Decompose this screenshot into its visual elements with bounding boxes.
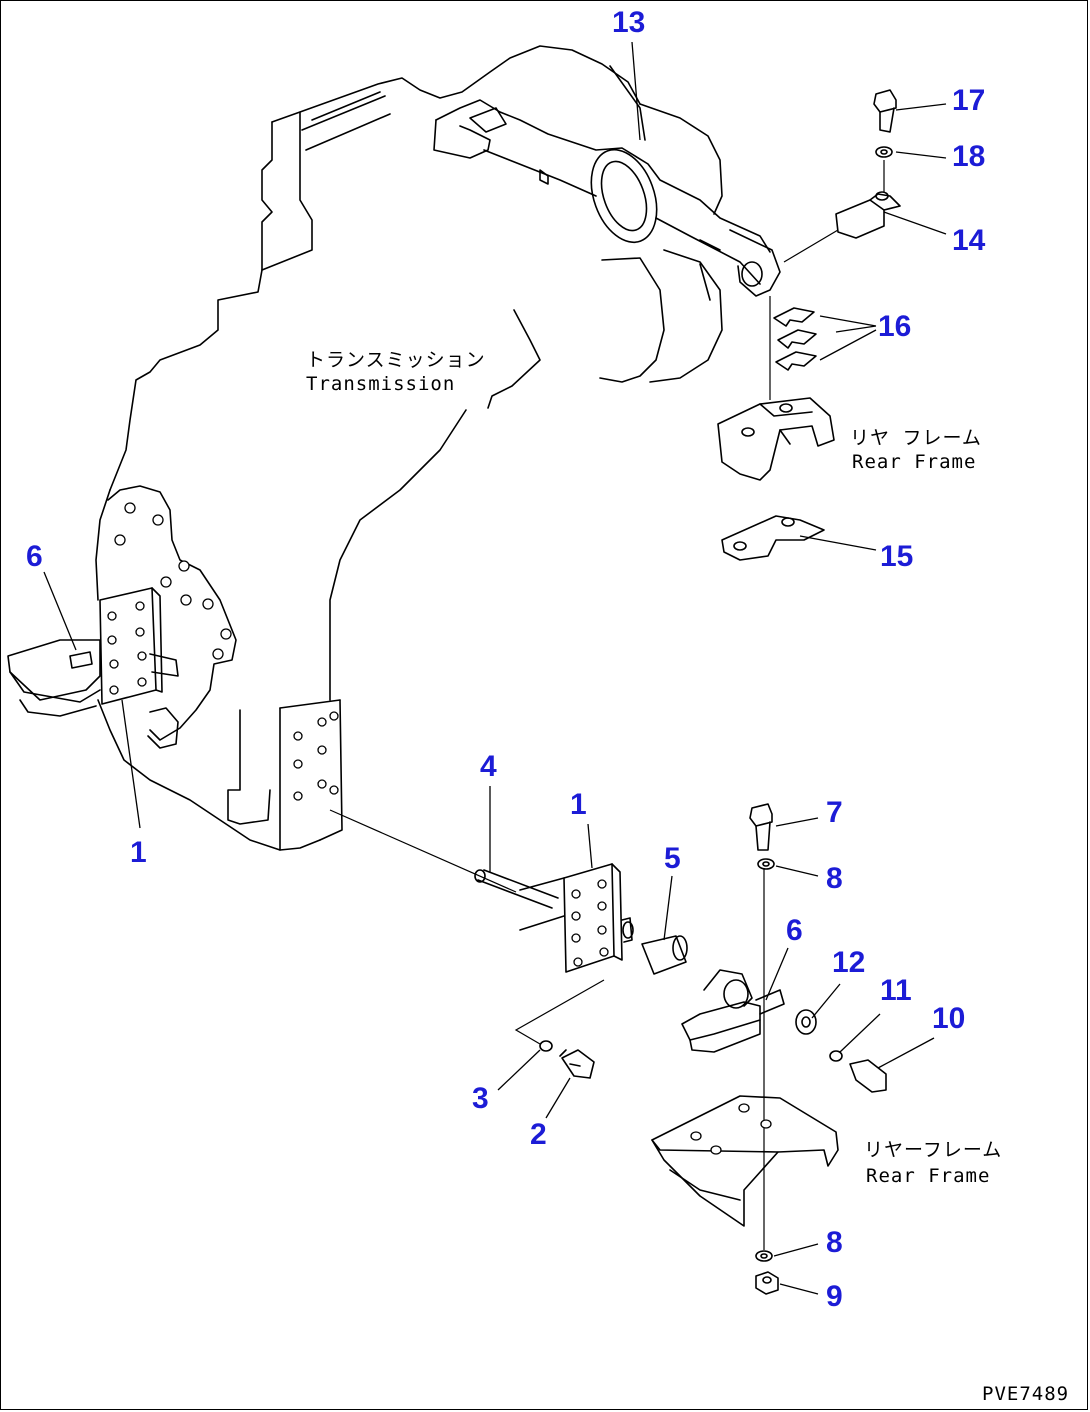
rear-frame-bottom-label-jp: リヤーフレーム [864, 1139, 1002, 1161]
front-mount-assembly [7, 587, 179, 749]
callout-7: 7 [826, 796, 843, 829]
rear-mount-yoke [433, 99, 781, 383]
transmission-label-jp: トランスミッション [306, 349, 486, 371]
transmission-housing [95, 45, 723, 851]
drawing-code: PVE7489 [982, 1383, 1069, 1405]
callout-1-left: 1 [130, 836, 147, 869]
callout-13: 13 [612, 6, 645, 39]
callout-8-top: 8 [826, 862, 843, 895]
callout-15: 15 [880, 540, 913, 573]
callout-10: 10 [932, 1002, 965, 1035]
callout-17: 17 [952, 84, 985, 117]
callout-6-left: 6 [26, 540, 43, 573]
rear-frame-top-label-en: Rear Frame [852, 451, 976, 473]
plate-15 [721, 515, 825, 561]
rear-frame-top [717, 397, 835, 481]
callout-1-right: 1 [570, 788, 587, 821]
callout-4: 4 [480, 750, 497, 783]
rear-mount-assembly [474, 803, 887, 1295]
assembly-line-top [783, 229, 839, 263]
rear-frame-bottom-label-en: Rear Frame [866, 1165, 990, 1187]
callout-16: 16 [878, 310, 911, 343]
assembly-line-mount [329, 809, 517, 893]
callout-11: 11 [880, 974, 912, 1007]
callout-6-right: 6 [786, 914, 803, 947]
transmission-label-en: Transmission [306, 373, 455, 395]
shims-16 [773, 307, 817, 371]
callout-18: 18 [952, 140, 985, 173]
callout-14: 14 [952, 224, 986, 257]
callout-12: 12 [832, 946, 865, 979]
leader-lines [43, 41, 947, 1295]
callout-8-bottom: 8 [826, 1226, 843, 1259]
rear-frame-bottom [651, 1095, 839, 1227]
assembly-line-bolt [514, 979, 605, 1045]
callout-5: 5 [664, 842, 681, 875]
top-fasteners [835, 89, 901, 239]
callout-2: 2 [530, 1118, 547, 1151]
rear-frame-top-label-jp: リヤ フレーム [850, 427, 982, 449]
callout-9: 9 [826, 1280, 843, 1313]
callout-3: 3 [472, 1082, 489, 1115]
